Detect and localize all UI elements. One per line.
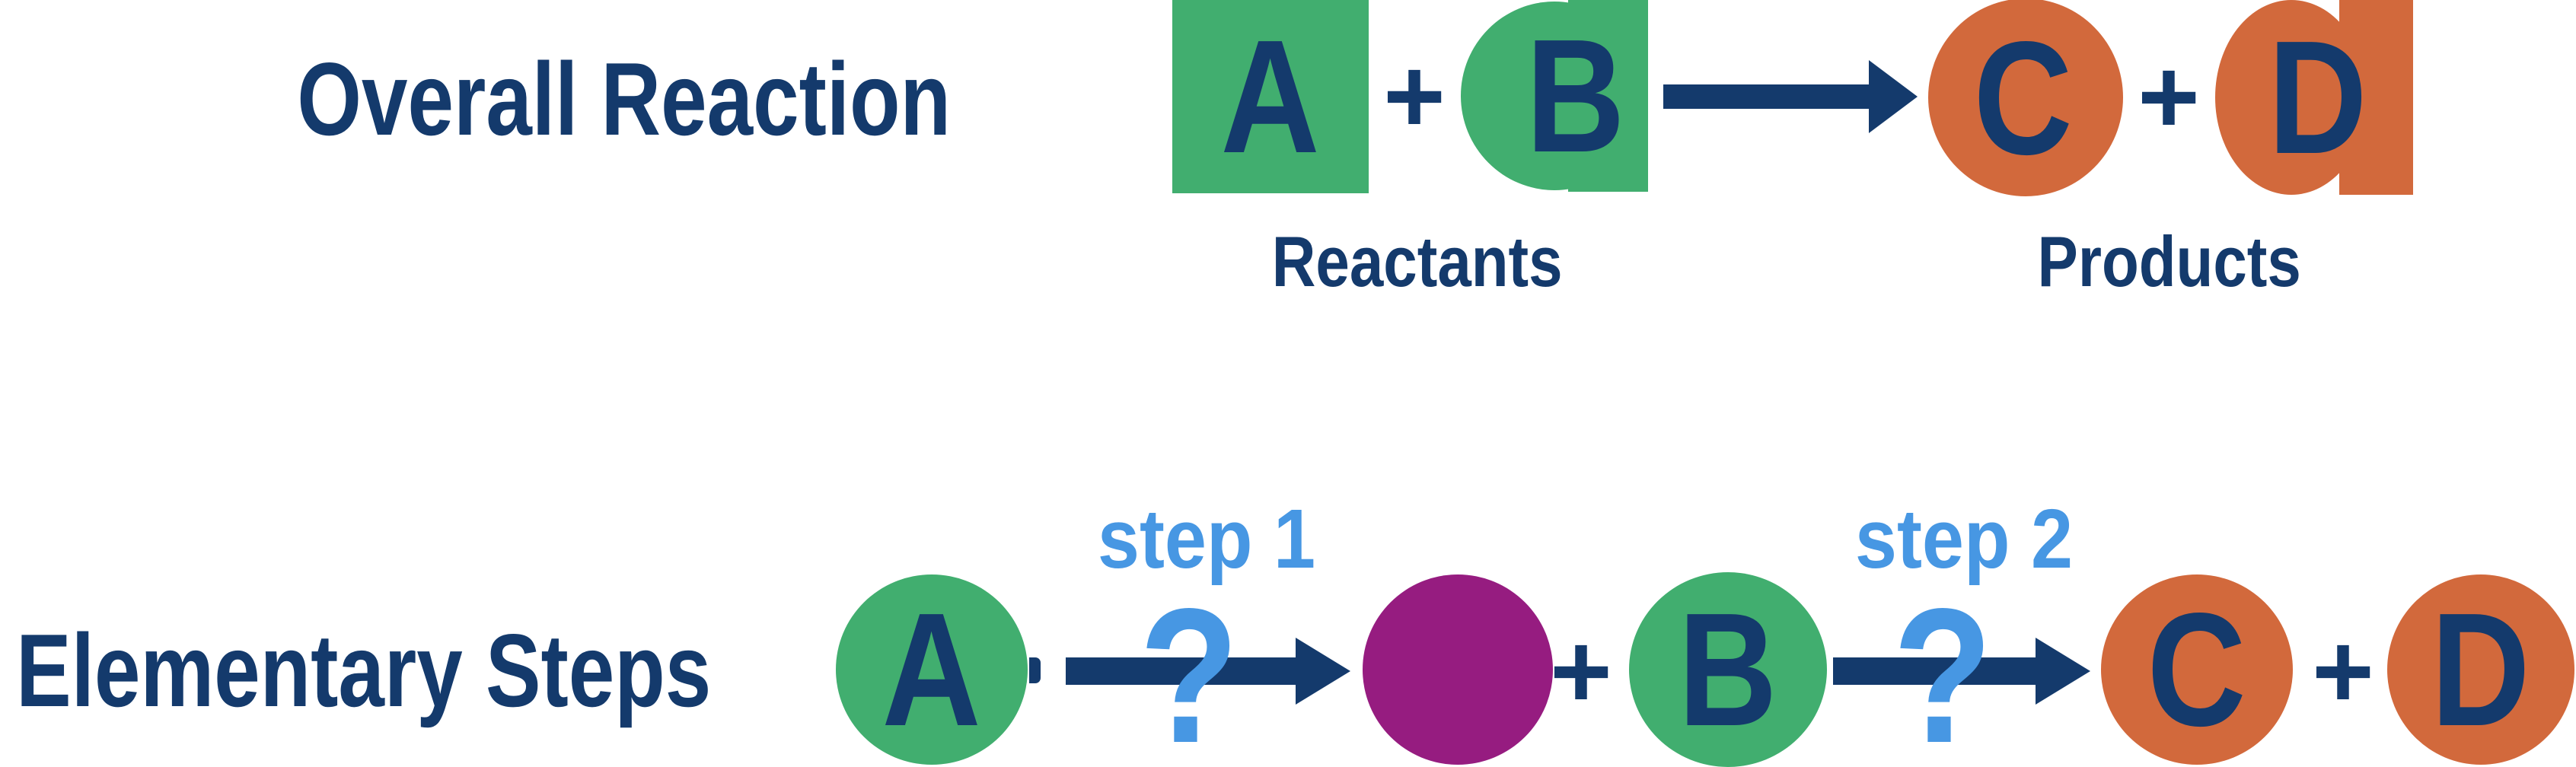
step1-question-mark: ?	[1139, 568, 1239, 767]
reactants-label: Reactants	[1272, 221, 1563, 301]
overall-reaction-title: Overall Reaction	[213, 41, 1035, 157]
product-c-shape	[1928, 0, 2123, 196]
products-label: Products	[2037, 221, 2302, 301]
reactant-a-shape	[1172, 0, 1369, 193]
plus-sign-step2: +	[2312, 611, 2374, 730]
product-c-circle	[2101, 574, 2293, 765]
step1-arrow-head	[1296, 638, 1350, 705]
molecule-b-letter: B	[1678, 579, 1778, 759]
overall-reaction-title-text: Overall Reaction	[297, 41, 952, 157]
elementary-steps-title-text: Elementary Steps	[16, 613, 712, 728]
step2-question-mark: ?	[1892, 568, 1993, 767]
plus-sign-reactants: +	[1383, 36, 1446, 155]
product-d-circle-letter: D	[2431, 579, 2531, 759]
plus-sign-products: +	[2138, 37, 2200, 156]
step1-arrow-shaft	[1066, 657, 1300, 685]
overall-reaction-arrow-shaft	[1663, 84, 1873, 109]
step2-label: step 2	[1854, 492, 2074, 586]
reactant-b-shape-rect	[1568, 0, 1648, 192]
molecule-a-letter: A	[882, 579, 982, 759]
product-c-letter: C	[1973, 8, 2074, 188]
molecule-a-circle	[836, 574, 1028, 765]
reactant-b-letter: B	[1526, 5, 1626, 186]
product-c-circle-letter: C	[2147, 579, 2247, 759]
product-d-circle	[2387, 574, 2574, 765]
step2-arrow-shaft	[1833, 657, 2040, 685]
step2-arrow-head	[2036, 638, 2090, 705]
overall-reaction-arrow-head	[1869, 60, 1918, 133]
reactant-a-letter: A	[1220, 6, 1321, 186]
molecule-b-circle	[1629, 572, 1827, 767]
elementary-steps-title: Elementary Steps	[0, 613, 728, 728]
intermediate-circle	[1363, 574, 1553, 765]
plus-sign-step1: +	[1550, 611, 1612, 730]
bracket-artifact-mark	[1029, 657, 1041, 683]
step1-label: step 1	[1097, 492, 1316, 586]
product-d-shape-rect	[2339, 0, 2413, 195]
product-d-letter: D	[2268, 7, 2368, 187]
